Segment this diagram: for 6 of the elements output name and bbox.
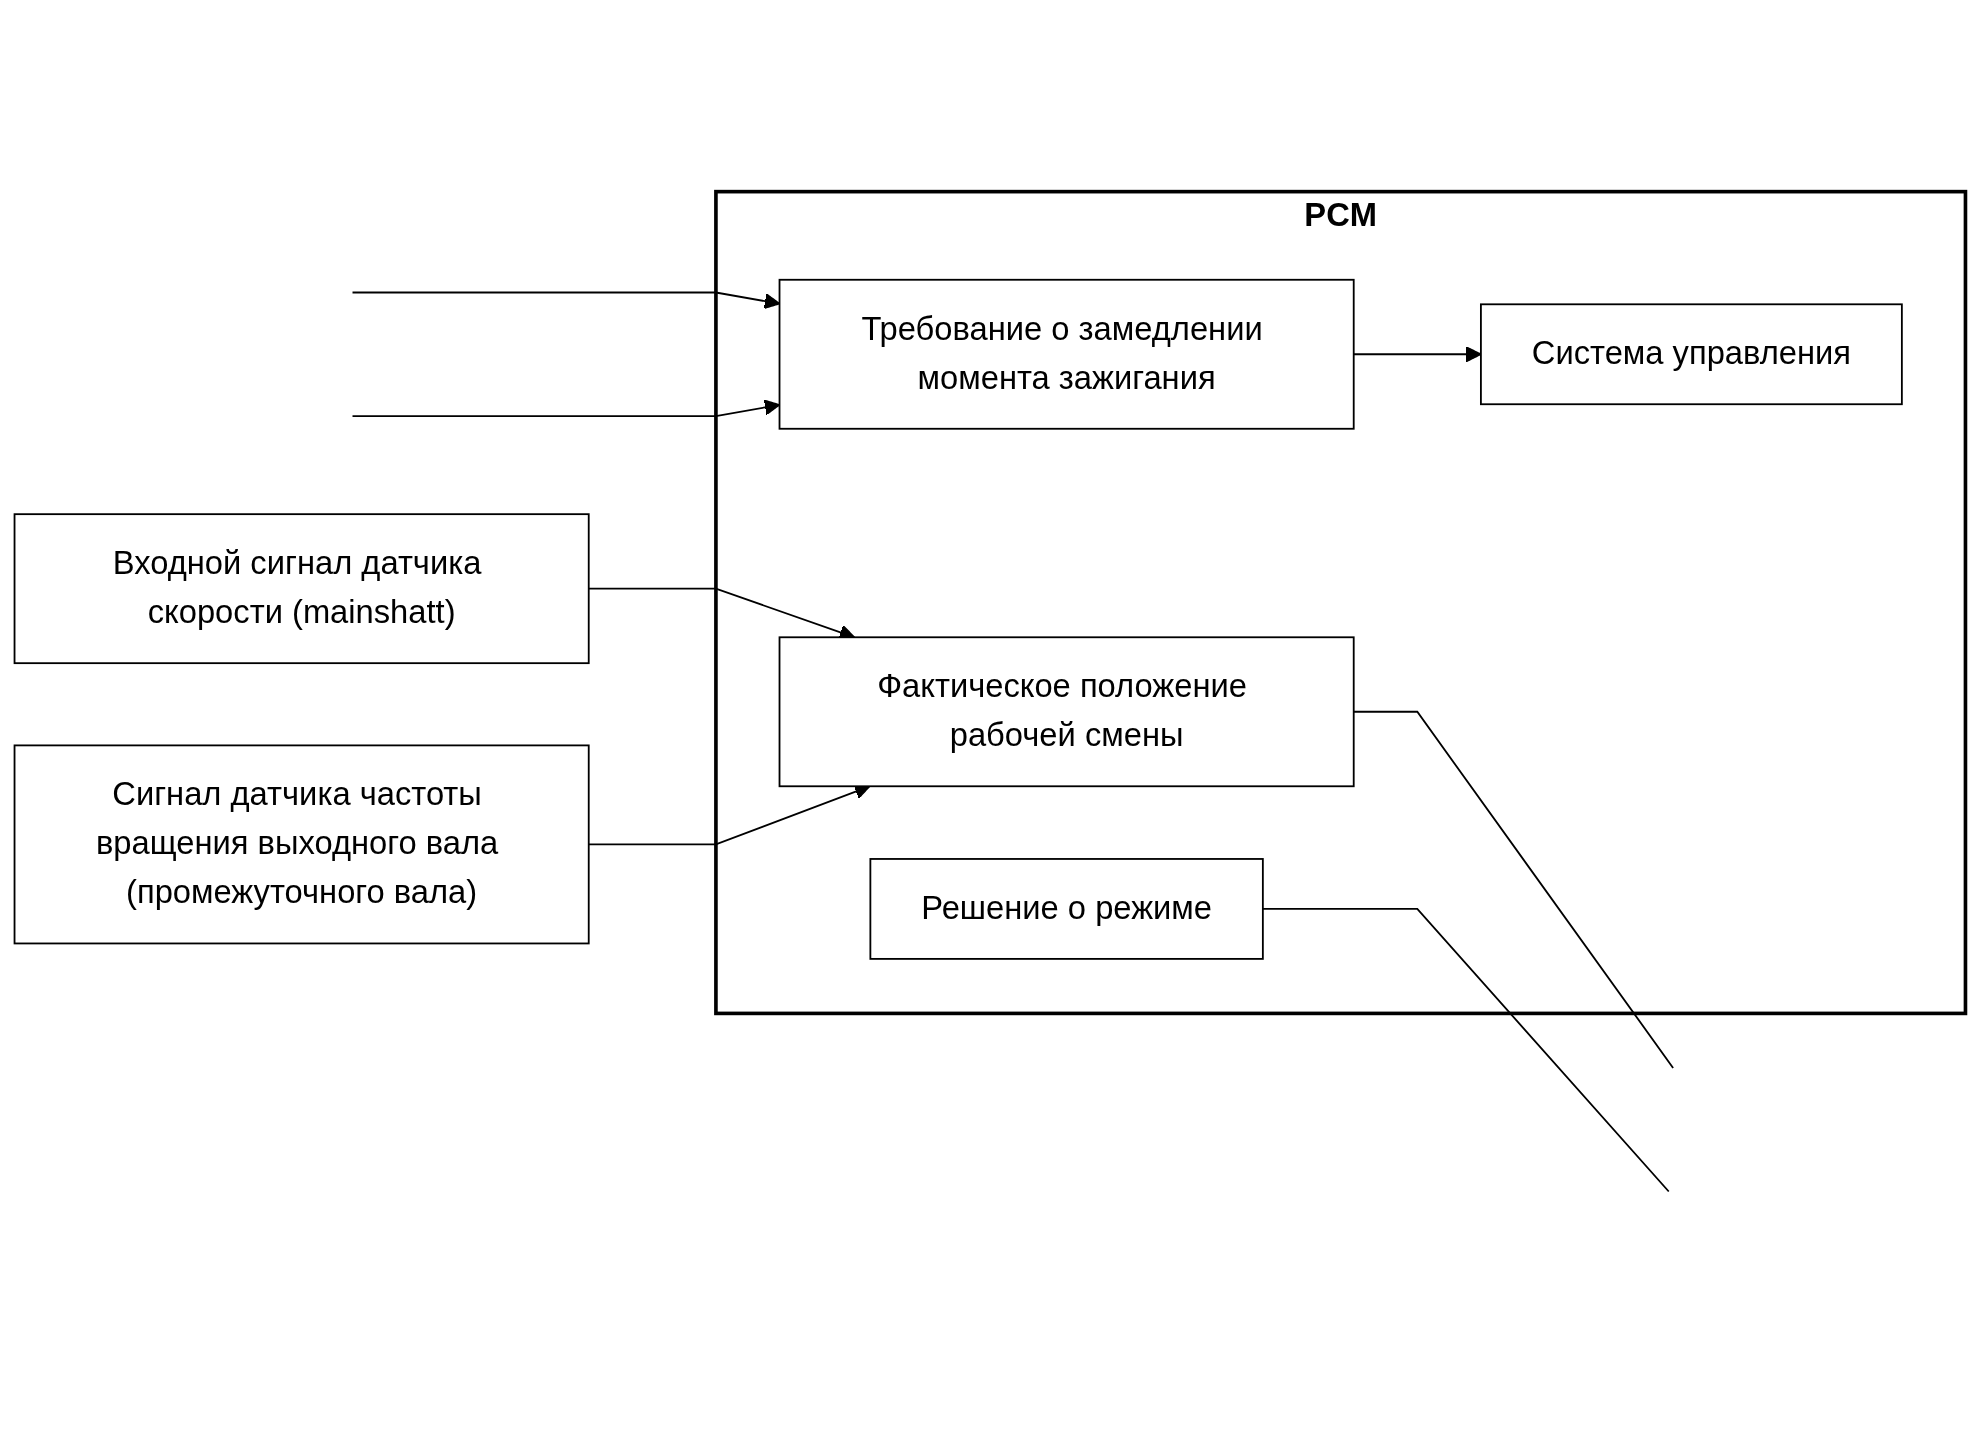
node-box: Решение о режиме <box>869 858 1264 960</box>
node-box: Система управления <box>1480 303 1903 406</box>
node-box: Сигнал датчика частоты вращения выходного вала (промежуточного вала) <box>13 744 590 945</box>
node-box: Фактическое положение рабочей смены <box>778 636 1355 788</box>
node-box: Требование о замедлении момента зажигания <box>778 278 1355 430</box>
node-box: Входной сигнал датчика скорости (mainshatt) <box>13 513 590 665</box>
